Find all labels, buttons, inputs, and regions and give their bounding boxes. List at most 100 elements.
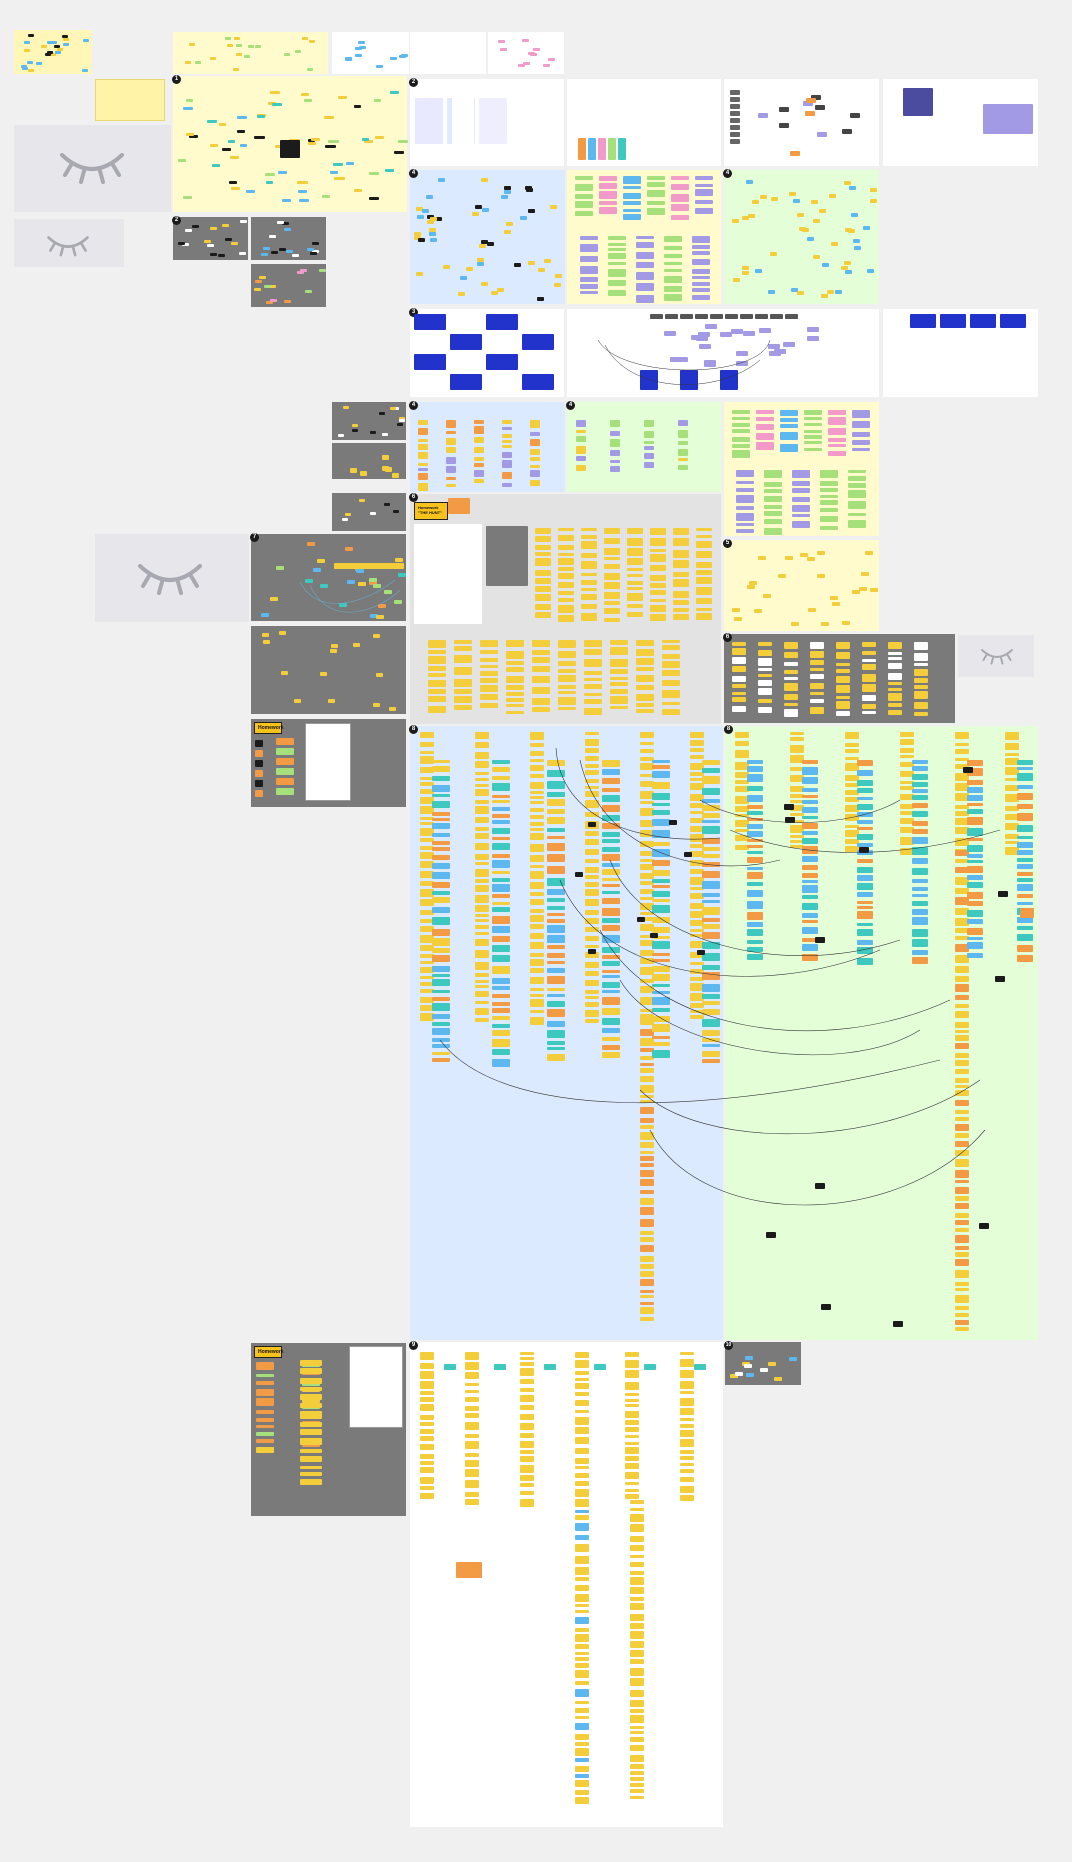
sticky-note[interactable] xyxy=(504,190,511,194)
frame-section-4-green[interactable]: 4 xyxy=(724,170,879,304)
sticky-note[interactable] xyxy=(640,1095,654,1098)
sticky-note[interactable] xyxy=(532,707,550,712)
sticky-note[interactable] xyxy=(747,929,763,936)
sticky-note[interactable] xyxy=(500,48,507,51)
sticky-note[interactable] xyxy=(492,860,510,868)
sticky-note[interactable] xyxy=(264,285,271,288)
sticky-note[interactable] xyxy=(784,709,798,717)
sticky-note[interactable] xyxy=(390,57,397,60)
sticky-note[interactable] xyxy=(480,685,498,692)
sticky-note[interactable] xyxy=(506,698,524,702)
sticky-note[interactable] xyxy=(696,587,712,595)
sticky-note[interactable] xyxy=(599,201,617,205)
sticky-note[interactable] xyxy=(912,782,928,787)
sticky-note[interactable] xyxy=(420,1381,434,1389)
sticky-note[interactable] xyxy=(799,227,806,231)
sticky-note[interactable] xyxy=(520,1388,534,1392)
sticky-note[interactable] xyxy=(212,164,220,167)
sticky-note[interactable] xyxy=(652,765,670,769)
sticky-note[interactable] xyxy=(506,704,524,707)
sticky-note[interactable] xyxy=(575,211,593,216)
sticky-note[interactable] xyxy=(702,1044,720,1047)
sticky-note[interactable] xyxy=(502,445,512,448)
sticky-note[interactable] xyxy=(768,1362,776,1366)
sticky-note[interactable] xyxy=(535,604,551,610)
sticky-note[interactable] xyxy=(900,732,914,737)
sticky-note[interactable] xyxy=(630,1709,644,1713)
sticky-note[interactable] xyxy=(627,574,643,577)
sticky-note[interactable] xyxy=(690,740,704,746)
sticky-note[interactable] xyxy=(575,1716,589,1719)
sticky-note[interactable] xyxy=(747,839,763,842)
sticky-note[interactable] xyxy=(547,792,565,797)
sticky-note[interactable] xyxy=(256,1439,274,1443)
sticky-note[interactable] xyxy=(432,882,450,888)
sticky-note[interactable] xyxy=(492,955,510,962)
sticky-note[interactable] xyxy=(428,640,446,648)
sticky-note[interactable] xyxy=(625,1456,639,1461)
sticky-note[interactable] xyxy=(328,699,335,703)
sticky-note[interactable] xyxy=(828,428,846,435)
sticky-note[interactable] xyxy=(602,918,620,923)
sticky-note[interactable] xyxy=(547,878,565,886)
sticky-note[interactable] xyxy=(558,691,576,694)
sticky-note[interactable] xyxy=(602,975,620,978)
sticky-note[interactable] xyxy=(630,1631,644,1639)
sticky-note[interactable] xyxy=(352,424,358,427)
sticky-note[interactable] xyxy=(702,1019,720,1027)
sticky-note[interactable] xyxy=(492,1016,510,1020)
sticky-note[interactable] xyxy=(465,1469,479,1477)
sticky-note[interactable] xyxy=(664,254,682,258)
sticky-note[interactable] xyxy=(758,650,772,656)
sticky-note[interactable] xyxy=(736,488,754,492)
sticky-note[interactable] xyxy=(967,787,983,793)
sticky-note[interactable] xyxy=(867,269,874,273)
sticky-note[interactable] xyxy=(585,980,599,986)
sticky-note[interactable] xyxy=(432,823,450,829)
sticky-note[interactable] xyxy=(1017,884,1033,891)
sticky-note[interactable] xyxy=(955,1220,969,1225)
sticky-note[interactable] xyxy=(662,654,680,659)
sticky-note[interactable] xyxy=(636,675,654,682)
sticky-note[interactable] xyxy=(1017,813,1033,821)
sticky-note[interactable] xyxy=(845,743,859,747)
sticky-note[interactable] xyxy=(888,710,902,715)
sticky-note[interactable] xyxy=(692,282,710,286)
sticky-note[interactable] xyxy=(830,596,838,600)
sticky-note[interactable] xyxy=(575,1383,589,1389)
sticky-note[interactable] xyxy=(486,374,518,390)
sticky-note[interactable] xyxy=(857,812,873,817)
sticky-note[interactable] xyxy=(852,440,870,445)
sticky-note[interactable] xyxy=(802,895,818,899)
sticky-note[interactable] xyxy=(815,1183,825,1189)
sticky-note[interactable] xyxy=(680,1495,694,1501)
sticky-note[interactable] xyxy=(492,828,510,834)
sticky-note[interactable] xyxy=(575,1417,589,1425)
sticky-note[interactable] xyxy=(602,1028,620,1033)
sticky-note[interactable] xyxy=(229,181,237,184)
sticky-note[interactable] xyxy=(300,1466,322,1469)
sticky-note[interactable] xyxy=(538,268,545,272)
sticky-note[interactable] xyxy=(530,432,540,436)
sticky-note[interactable] xyxy=(307,248,314,251)
sticky-note[interactable] xyxy=(625,1393,639,1396)
sticky-note[interactable] xyxy=(680,370,698,390)
sticky-note[interactable] xyxy=(486,314,518,330)
sticky-note[interactable] xyxy=(401,54,408,57)
sticky-note[interactable] xyxy=(802,927,818,934)
sticky-note[interactable] xyxy=(432,818,450,821)
sticky-note[interactable] xyxy=(547,770,565,777)
sticky-note[interactable] xyxy=(414,524,482,624)
sticky-note[interactable] xyxy=(575,1742,589,1746)
sticky-note[interactable] xyxy=(575,1628,589,1632)
sticky-note[interactable] xyxy=(300,1438,322,1445)
sticky-note[interactable] xyxy=(857,780,873,786)
sticky-note[interactable] xyxy=(664,286,682,292)
sticky-note[interactable] xyxy=(644,462,654,468)
sticky-note[interactable] xyxy=(630,1659,644,1664)
sticky-note[interactable] xyxy=(276,566,284,570)
sticky-note[interactable] xyxy=(604,608,620,614)
sticky-note[interactable] xyxy=(780,424,798,428)
sticky-note[interactable] xyxy=(189,135,199,138)
sticky-note[interactable] xyxy=(844,181,851,185)
